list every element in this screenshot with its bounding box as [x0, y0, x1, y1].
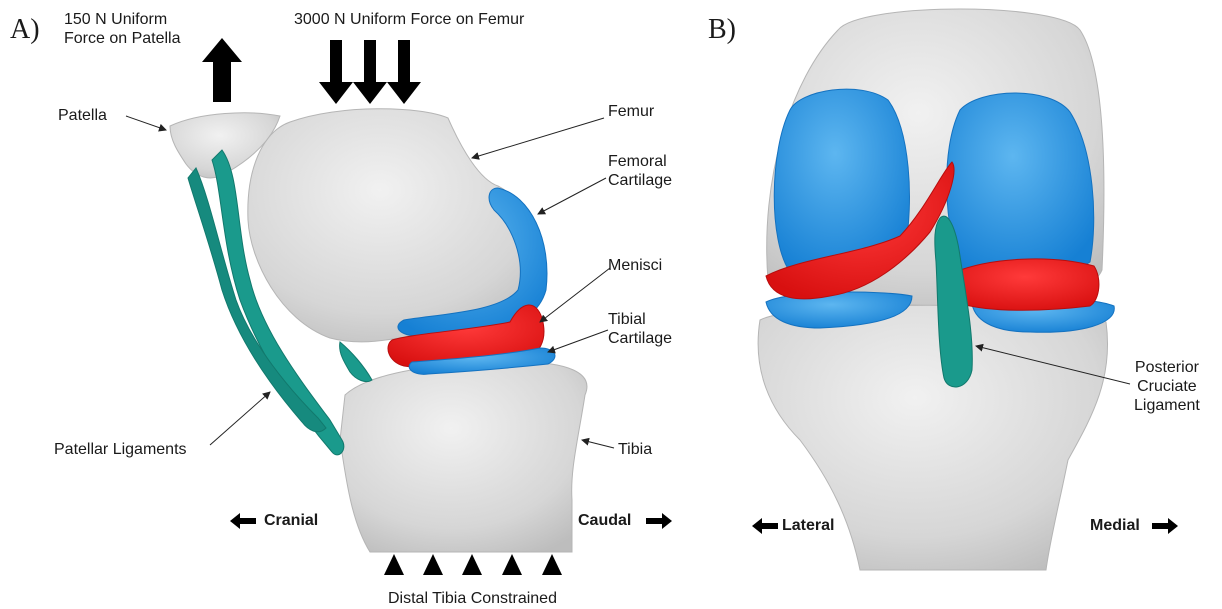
- force-femur-label: 3000 N Uniform Force on Femur: [294, 10, 524, 29]
- femur-force-arrow-1: [319, 40, 353, 104]
- tibia-shape: [340, 362, 587, 552]
- medial-meniscus-shape: [951, 259, 1099, 310]
- panel-a-label: A): [10, 14, 40, 46]
- femur-label: Femur: [608, 102, 654, 121]
- patellar-ligament-strand-3: [340, 342, 372, 382]
- constraint-triangle-2: [423, 554, 443, 575]
- femur-force-arrow-2: [353, 40, 387, 104]
- leader-tibial-cartilage: [548, 330, 608, 352]
- femoral-cartilage-line-2: Cartilage: [608, 171, 672, 190]
- lateral-arrow-icon: [752, 518, 778, 534]
- cranial-label: Cranial: [264, 512, 318, 530]
- patella-label: Patella: [58, 106, 107, 125]
- pcl-line-3: Ligament: [1134, 396, 1200, 415]
- medial-arrow-icon: [1152, 518, 1178, 534]
- pcl-line-1: Posterior: [1134, 358, 1200, 377]
- medial-label: Medial: [1090, 517, 1140, 535]
- constraint-triangle-4: [502, 554, 522, 575]
- leader-femoral-cartilage: [538, 178, 606, 214]
- patella-force-arrow: [202, 38, 242, 102]
- medial-condyle-cartilage: [947, 93, 1094, 274]
- pcl-label: Posterior Cruciate Ligament: [1134, 358, 1200, 415]
- menisci-label: Menisci: [608, 256, 662, 275]
- leader-tibia: [582, 440, 614, 448]
- caudal-label: Caudal: [578, 512, 631, 530]
- leader-patellar-ligaments: [210, 392, 270, 445]
- constraint-triangle-1: [384, 554, 404, 575]
- femoral-cartilage-line-1: Femoral: [608, 152, 672, 171]
- caudal-arrow-icon: [646, 513, 672, 529]
- force-patella-label: 150 N Uniform Force on Patella: [64, 10, 181, 48]
- distal-tibia-label: Distal Tibia Constrained: [388, 589, 557, 608]
- tibia-label: Tibia: [618, 440, 652, 459]
- femur-force-arrow-3: [387, 40, 421, 104]
- force-patella-line-1: 150 N Uniform: [64, 10, 181, 29]
- constraint-triangle-5: [542, 554, 562, 575]
- lateral-label: Lateral: [782, 517, 834, 535]
- cranial-arrow-icon: [230, 513, 256, 529]
- leader-femur: [472, 118, 604, 158]
- pcl-line-2: Cruciate: [1134, 377, 1200, 396]
- patellar-ligaments-label: Patellar Ligaments: [54, 440, 187, 459]
- leader-menisci: [540, 268, 610, 322]
- femoral-cartilage-label: Femoral Cartilage: [608, 152, 672, 190]
- constraint-triangle-3: [462, 554, 482, 575]
- force-patella-line-2: Force on Patella: [64, 29, 181, 48]
- leader-patella: [126, 116, 166, 130]
- tibial-cartilage-label: Tibial Cartilage: [608, 310, 672, 348]
- tibial-cartilage-line-2: Cartilage: [608, 329, 672, 348]
- tibial-cartilage-line-1: Tibial: [608, 310, 672, 329]
- panel-b-label: B): [708, 14, 736, 46]
